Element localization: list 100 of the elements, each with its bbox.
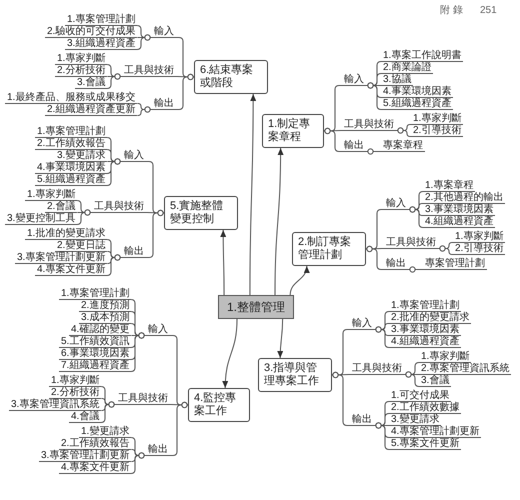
connector-line bbox=[106, 254, 122, 276]
category-label: 輸出 bbox=[121, 246, 147, 258]
item-label: 1.可交付成果 bbox=[389, 390, 452, 402]
connector-line bbox=[366, 148, 382, 155]
item-label: 2.商業論證 bbox=[381, 62, 434, 74]
category-label: 輸出 bbox=[151, 98, 177, 110]
item-label: 1.專家判斷 bbox=[419, 351, 472, 363]
category-label: 工具與技術 bbox=[383, 237, 439, 249]
item-label: 3.會議 bbox=[75, 77, 108, 89]
process-box: 1.制定專案章程 bbox=[262, 114, 324, 148]
item-label: 2.進度預測 bbox=[79, 300, 132, 312]
item-label: 2.引導技術 bbox=[411, 125, 464, 137]
arrow bbox=[277, 318, 284, 358]
item-label: 4.事業環境因素 bbox=[381, 86, 454, 98]
item-label: 3.組織過程資產 bbox=[65, 38, 138, 50]
item-label: 1.專案工作說明書 bbox=[381, 50, 464, 62]
connector-line bbox=[100, 401, 116, 423]
item-label: 3.專案管理計劃更新 bbox=[15, 252, 108, 264]
connector-line bbox=[396, 127, 412, 137]
item-label: 2.工作績效數據 bbox=[389, 402, 462, 414]
category-label: 輸入 bbox=[145, 324, 171, 336]
item-label: 4.專案文件更新 bbox=[59, 462, 132, 474]
category-label: 輸入 bbox=[151, 26, 177, 38]
connector-line bbox=[374, 422, 390, 450]
page-number: 251 bbox=[480, 5, 497, 17]
item-label: 1.最終產品、服務或成果移交 bbox=[5, 92, 138, 104]
item-label: 3.專案管理計劃更新 bbox=[39, 450, 132, 462]
item-label: 4.事業環境因素 bbox=[35, 162, 108, 174]
item-label: 3.成本預測 bbox=[79, 312, 132, 324]
item-label: 2.批准的變更請求 bbox=[389, 312, 472, 324]
item-label: 2.專案管理資訊系統 bbox=[419, 363, 512, 375]
item-label: 1.專案管理計劃 bbox=[35, 126, 108, 138]
connector-line bbox=[438, 245, 454, 255]
category-label: 輸入 bbox=[341, 74, 367, 86]
process-box: 6.結束專案或階段 bbox=[194, 60, 268, 94]
item-label: 專案章程 bbox=[381, 140, 425, 152]
category-label: 輸入 bbox=[349, 318, 375, 330]
item-label: 3.事業環境因素 bbox=[389, 324, 462, 336]
connector-line bbox=[130, 332, 146, 372]
item-label: 3.變更請求 bbox=[55, 150, 108, 162]
category-label: 工具與技術 bbox=[341, 119, 397, 131]
connector-line bbox=[374, 326, 390, 348]
page-header: 附 錄 bbox=[440, 5, 463, 17]
category-label: 輸出 bbox=[145, 444, 171, 456]
item-label: 5.工作績效資訊 bbox=[59, 336, 132, 348]
category-label: 輸出 bbox=[383, 258, 409, 270]
item-label: 4.組織過程資產 bbox=[389, 336, 462, 348]
connector-line bbox=[76, 209, 92, 225]
item-label: 2.分析技術 bbox=[55, 65, 108, 77]
connector-line bbox=[366, 82, 382, 110]
item-label: 5.組織過程資產 bbox=[381, 98, 454, 110]
connector-line bbox=[130, 452, 146, 474]
item-label: 1.專家判斷 bbox=[55, 53, 108, 65]
item-label: 2.組織過程資產更新 bbox=[45, 104, 138, 116]
process-box: 3.指導與管理專案工作 bbox=[258, 358, 332, 392]
connector-line bbox=[136, 106, 152, 116]
arrow bbox=[274, 148, 284, 296]
connector-line bbox=[408, 206, 424, 228]
item-label: 1.批准的變更請求 bbox=[25, 228, 108, 240]
item-label: 1.專案管理計劃 bbox=[65, 14, 138, 26]
category-label: 工具與技術 bbox=[115, 393, 171, 405]
item-label: 2.變更日誌 bbox=[55, 240, 108, 252]
item-label: 1.專家判斷 bbox=[25, 189, 78, 201]
item-label: 4.會議 bbox=[69, 411, 102, 423]
item-label: 5.組織過程資產 bbox=[35, 174, 108, 186]
connector-line bbox=[408, 266, 424, 273]
central-topic-box: 1.整體管理 bbox=[218, 295, 294, 319]
item-label: 3.專案管理資訊系統 bbox=[9, 399, 102, 411]
category-label: 輸出 bbox=[349, 414, 375, 426]
item-label: 1.變更請求 bbox=[79, 426, 132, 438]
category-label: 輸入 bbox=[121, 150, 147, 162]
item-label: 7.組織過程資產 bbox=[59, 360, 132, 372]
arrow bbox=[220, 230, 226, 296]
arrow bbox=[222, 318, 238, 388]
category-label: 工具與技術 bbox=[91, 201, 147, 213]
process-box: 2.制訂專案管理計劃 bbox=[292, 232, 366, 266]
item-label: 4.確認的變更 bbox=[69, 324, 132, 336]
item-label: 專案管理計劃 bbox=[423, 258, 487, 270]
connector-line bbox=[324, 128, 342, 152]
item-label: 2.分析技術 bbox=[49, 387, 102, 399]
item-label: 5.專案文件更新 bbox=[389, 438, 462, 450]
connector-line bbox=[366, 246, 384, 270]
item-label: 3.變更請求 bbox=[389, 414, 442, 426]
item-label: 2.其他過程的輸出 bbox=[423, 192, 506, 204]
item-label: 3.會議 bbox=[419, 375, 452, 387]
item-label: 2.驗收的可交付成果 bbox=[45, 26, 138, 38]
item-label: 1.專家判斷 bbox=[453, 231, 506, 243]
connector-line bbox=[106, 158, 122, 186]
item-label: 4.組織過程資產 bbox=[423, 216, 496, 228]
item-label: 3.協議 bbox=[381, 74, 414, 86]
item-label: 1.專案管理計劃 bbox=[59, 288, 132, 300]
item-label: 2.會議 bbox=[45, 201, 78, 213]
connector-line bbox=[106, 73, 122, 89]
category-label: 輸出 bbox=[341, 140, 367, 152]
arrow bbox=[290, 266, 310, 296]
process-box: 4.監控專案工作 bbox=[188, 388, 250, 422]
category-label: 輸入 bbox=[383, 198, 409, 210]
item-label: 2.工作績效報告 bbox=[59, 438, 132, 450]
item-label: 2.工作績效報告 bbox=[35, 138, 108, 150]
item-label: 4.專案文件更新 bbox=[35, 264, 108, 276]
